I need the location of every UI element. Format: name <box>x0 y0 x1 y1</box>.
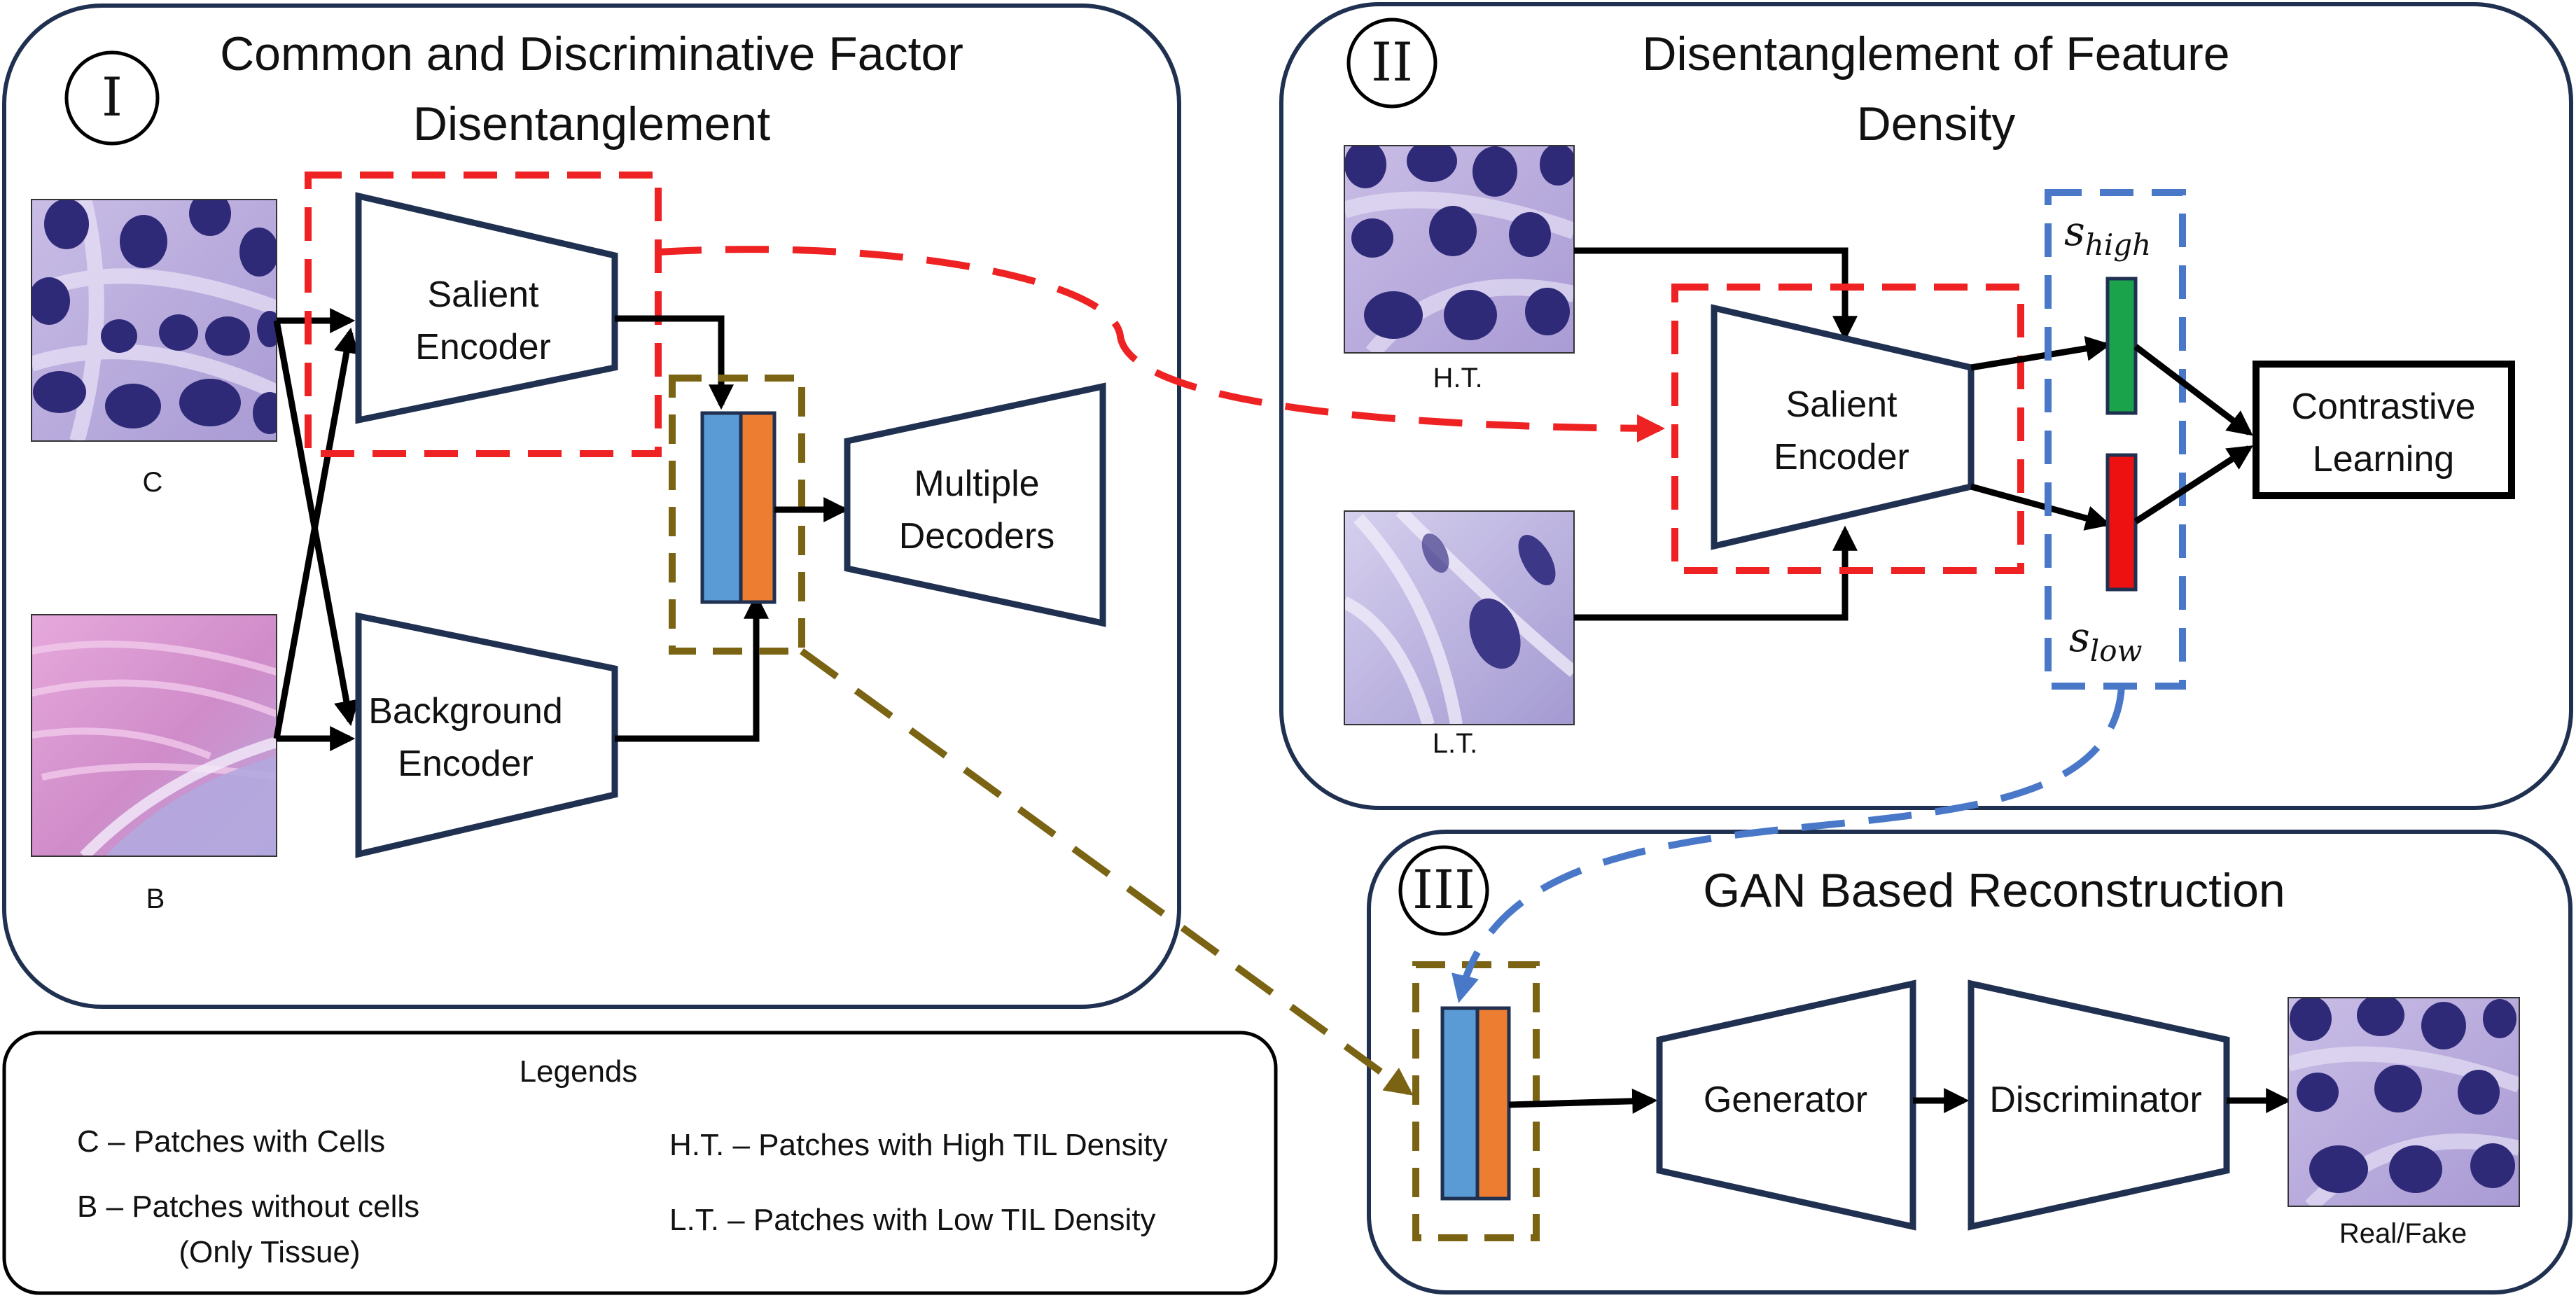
arrow-s-low-to-contrastive <box>2133 445 2254 524</box>
salient-encoder-1-label-line2: Encoder <box>415 327 551 368</box>
arrow-b-to-salient <box>273 327 359 739</box>
patch-b-image <box>32 615 277 856</box>
panel-3-numeral-circle <box>1398 845 1489 936</box>
panel-3-numeral: III <box>1412 858 1475 921</box>
background-encoder-label-line1: Background <box>368 691 563 732</box>
blue-dashed-connector <box>1451 685 2125 1003</box>
panel-1-title-line2: Disentanglement <box>413 97 770 151</box>
legend-b-line2: (Only Tissue) <box>179 1235 360 1269</box>
patch-c-label: C <box>143 467 163 498</box>
generator-label: Generator <box>1704 1080 1867 1120</box>
patch-lt-label: L.T. <box>1433 728 1477 759</box>
salient-encoder-1-label-line1: Salient <box>428 274 540 315</box>
patch-ht-label: H.T. <box>1433 363 1482 393</box>
s-high-vector <box>2105 277 2138 415</box>
panel-2-frame <box>1279 2 2573 810</box>
arrow-ht-to-salient <box>1574 247 1858 342</box>
s-low-symbol: slow <box>2069 613 2142 668</box>
feature-vector-3-blue <box>1440 1006 1480 1201</box>
panel-2-numeral: II <box>1371 31 1413 93</box>
panel-1-numeral-circle <box>64 50 160 146</box>
multiple-decoders-label-line1: Multiple <box>914 463 1039 504</box>
s-low-vector <box>2105 453 2138 592</box>
salient-encoder-2-block <box>1711 304 1975 550</box>
legend-b-line1: B – Patches without cells <box>77 1189 419 1224</box>
background-encoder-block <box>355 612 618 858</box>
legend-title: Legends <box>520 1054 638 1089</box>
arrow-feature-to-generator <box>1508 1088 1658 1114</box>
panel-2-title-line1: Disentanglement of Feature <box>1642 27 2229 81</box>
multiple-decoders-label-line2: Decoders <box>899 516 1055 557</box>
arrow-lt-to-salient <box>1574 525 1858 621</box>
blue-dashed-box <box>2045 189 2186 690</box>
arrow-salient-to-feature <box>615 315 734 410</box>
background-encoder-label-line2: Encoder <box>398 744 534 784</box>
salient-encoder-1-block <box>355 192 618 424</box>
real-fake-label: Real/Fake <box>2339 1218 2467 1249</box>
patch-ht-image <box>1344 146 1574 353</box>
panel-3-title: GAN Based Reconstruction <box>1703 864 2285 917</box>
contrastive-learning-block <box>2253 361 2515 499</box>
panel-1-frame <box>2 4 1181 1009</box>
red-dashed-box-2 <box>1671 284 2024 574</box>
salient-encoder-2-label-line2: Encoder <box>1774 437 1909 477</box>
arrow-encoder-to-s-high <box>1970 335 2112 371</box>
olive-dashed-connector <box>800 648 1414 1096</box>
olive-dashed-box-1 <box>669 375 805 655</box>
arrow-s-high-to-contrastive <box>2133 344 2253 436</box>
panel-2-title-line2: Density <box>1857 97 2016 151</box>
feature-vector-1-orange <box>739 411 777 604</box>
panel-1-title-line1: Common and Discriminative Factor <box>220 27 963 81</box>
salient-encoder-2-label-line1: Salient <box>1786 384 1898 425</box>
multiple-decoders-block <box>844 382 1106 627</box>
legend-ht: H.T. – Patches with High TIL Density <box>669 1128 1168 1162</box>
red-dashed-connector <box>657 246 1665 442</box>
patch-b-label: B <box>146 884 165 914</box>
panel-2-numeral-circle <box>1346 18 1437 109</box>
s-high-symbol: shigh <box>2064 207 2151 262</box>
patch-c-image <box>32 200 277 441</box>
discriminator-label: Discriminator <box>1989 1080 2201 1120</box>
panel-1-numeral: I <box>102 66 123 128</box>
generator-block <box>1656 979 1916 1231</box>
feature-vector-1-blue <box>700 411 743 604</box>
patch-lt-image <box>1344 511 1574 725</box>
contrastive-label-line1: Contrastive <box>2292 386 2476 427</box>
discriminator-block <box>1968 979 2230 1231</box>
feature-vector-3-orange <box>1475 1006 1511 1201</box>
red-dashed-box-1 <box>305 172 662 457</box>
arrow-background-to-feature <box>615 593 769 742</box>
legend-c: C – Patches with Cells <box>77 1124 385 1159</box>
arrow-encoder-to-s-low <box>1970 483 2111 531</box>
patch-real-fake-image <box>2288 998 2519 1206</box>
contrastive-label-line2: Learning <box>2313 439 2454 480</box>
legend-frame <box>2 1031 1278 1295</box>
legend-lt: L.T. – Patches with Low TIL Density <box>669 1203 1156 1237</box>
